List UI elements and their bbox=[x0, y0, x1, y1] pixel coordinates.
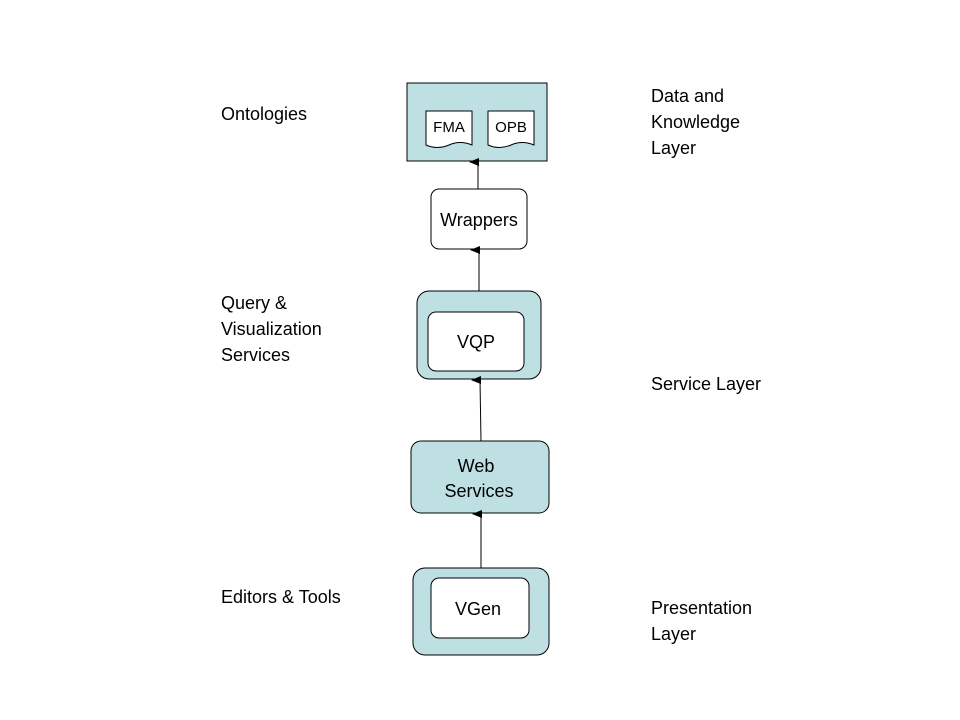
web-services-label-line1: Web bbox=[458, 456, 495, 476]
presentation-layer-label: Presentation Layer bbox=[651, 598, 753, 644]
fma-label: FMA bbox=[433, 119, 465, 136]
data-knowledge-layer-label: Data and Knowledge Layer bbox=[651, 86, 741, 158]
vqp-node bbox=[427, 311, 525, 372]
web-services-node: Web Services bbox=[410, 440, 550, 514]
query-visualization-services-label: Query & Visualization Services bbox=[221, 293, 322, 365]
fma-document-icon: FMA bbox=[425, 110, 473, 148]
opb-document-icon: OPB bbox=[487, 110, 535, 148]
wrappers-node: Wrappers bbox=[430, 188, 528, 250]
opb-label: OPB bbox=[495, 119, 527, 136]
web-services-label-line2: Services bbox=[444, 481, 513, 501]
vgen-node bbox=[430, 577, 530, 639]
vqp-container: VQP bbox=[416, 290, 542, 380]
arrow-webservices-to-vqp bbox=[471, 375, 482, 442]
ontologies-box: FMA OPB bbox=[406, 82, 548, 162]
editors-tools-label: Editors & Tools bbox=[221, 587, 341, 607]
wrappers-label: Wrappers bbox=[440, 210, 518, 230]
service-layer-label: Service Layer bbox=[651, 374, 762, 394]
vgen-label: VGen bbox=[455, 599, 501, 619]
ontologies-label: Ontologies bbox=[221, 104, 308, 124]
vqp-label: VQP bbox=[457, 332, 495, 352]
vgen-container: VGen bbox=[412, 567, 550, 656]
